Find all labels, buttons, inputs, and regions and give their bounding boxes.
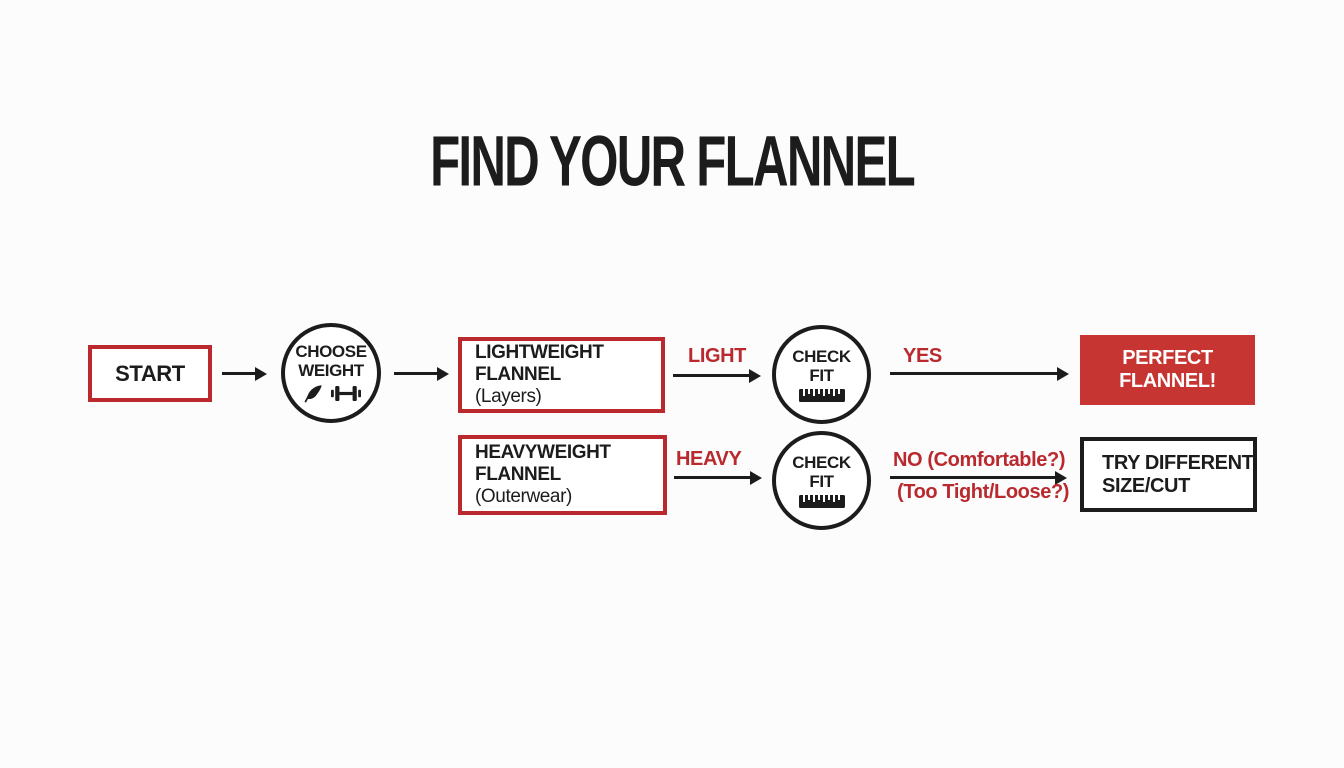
node-heavyweight-flannel: HEAVYWEIGHT FLANNEL (Outerwear) — [458, 435, 667, 515]
check-fit-bot-line1: CHECK — [792, 453, 851, 472]
check-fit-bot-line2: FIT — [809, 472, 834, 491]
heavyweight-line1: HEAVYWEIGHT — [475, 442, 611, 463]
feather-icon — [302, 383, 324, 405]
node-lightweight-flannel: LIGHTWEIGHT FLANNEL (Layers) — [458, 337, 665, 413]
arrow-lightweight-to-check-fit — [673, 368, 761, 383]
choose-weight-icons — [302, 383, 361, 405]
perfect-line2: FLANNEL! — [1119, 370, 1216, 392]
node-check-fit-light: CHECK FIT — [772, 325, 871, 424]
arrow-heavyweight-to-check-fit — [674, 470, 762, 485]
choose-weight-line2: WEIGHT — [298, 360, 364, 380]
node-perfect-flannel: PERFECT FLANNEL! — [1080, 335, 1255, 405]
start-label: START — [115, 360, 185, 386]
try-line1: TRY DIFFERENT — [1102, 451, 1254, 474]
edge-label-no: NO (Comfortable?) — [893, 449, 1066, 471]
check-fit-top-line1: CHECK — [792, 347, 851, 366]
choose-weight-line1: CHOOSE — [295, 341, 367, 361]
edge-label-no-note: (Too Tight/Loose?) — [897, 481, 1070, 503]
perfect-line1: PERFECT — [1122, 347, 1213, 369]
lightweight-line3: (Layers) — [475, 386, 542, 407]
node-try-different-size: TRY DIFFERENT SIZE/CUT — [1080, 437, 1257, 512]
heavyweight-line2: FLANNEL — [475, 464, 561, 485]
page-title: FIND YOUR FLANNEL — [430, 120, 916, 201]
node-start: START — [88, 345, 212, 402]
check-fit-top-line2: FIT — [809, 366, 834, 385]
node-choose-weight: CHOOSE WEIGHT — [281, 323, 381, 423]
heavyweight-line3: (Outerwear) — [475, 486, 572, 507]
ruler-icon — [798, 495, 845, 508]
arrow-choose-weight-to-lightweight — [394, 366, 449, 381]
arrow-no-to-try-different — [890, 470, 1067, 485]
lightweight-line2: FLANNEL — [475, 364, 561, 385]
dumbbell-icon — [330, 385, 361, 402]
arrow-yes-to-perfect-flannel — [890, 366, 1069, 381]
node-check-fit-heavy: CHECK FIT — [772, 431, 871, 530]
edge-label-heavy: HEAVY — [676, 448, 742, 470]
lightweight-line1: LIGHTWEIGHT — [475, 342, 604, 363]
ruler-icon — [798, 389, 845, 402]
edge-label-yes: YES — [903, 345, 942, 367]
arrow-start-to-choose-weight — [222, 366, 267, 381]
try-line2: SIZE/CUT — [1102, 474, 1190, 497]
edge-label-light: LIGHT — [688, 345, 746, 367]
